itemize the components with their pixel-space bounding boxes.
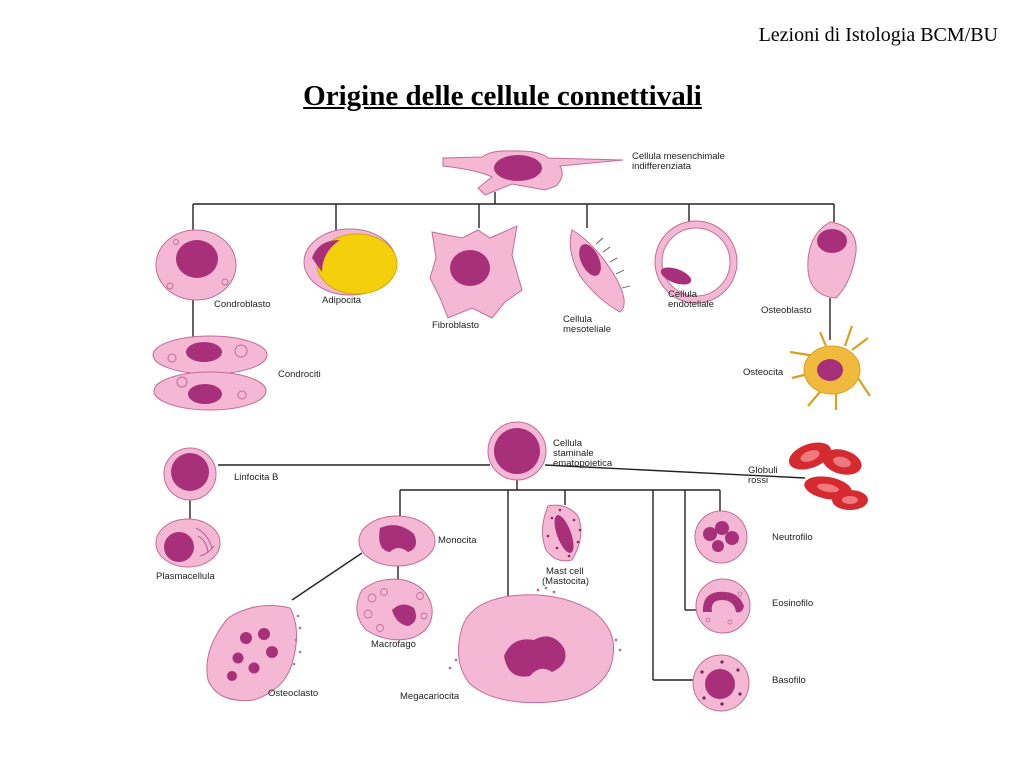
label-mesothelial-2: mesoteliale <box>563 324 611 335</box>
stem-cell <box>487 421 547 481</box>
label-monocyte: Monocita <box>438 535 477 546</box>
endothelial-cell <box>654 220 738 304</box>
lymphocyte-cell <box>163 447 217 501</box>
label-plasma-cell: Plasmacellula <box>156 571 215 582</box>
chondrocytes-cells <box>152 335 268 411</box>
lecture-header: Lezioni di Istologia BCM/BU <box>758 24 998 46</box>
label-stem-cell-1: Cellula <box>553 438 583 449</box>
adipocyte-cell <box>303 228 398 296</box>
eosinophil-cell <box>695 578 751 634</box>
connector-lines <box>189 192 835 681</box>
osteoclast-cell <box>206 605 302 702</box>
label-mesenchymal-1: Cellula mesenchimale <box>632 151 725 162</box>
label-basophil: Basofilo <box>772 675 806 686</box>
red-blood-cells <box>788 442 868 510</box>
mast-cell <box>542 504 582 562</box>
osteoblast-cell <box>807 221 857 299</box>
basophil-cell <box>692 654 750 712</box>
label-osteoblast: Osteoblasto <box>761 305 812 316</box>
page-title: Origine delle cellule connettivali <box>303 80 702 112</box>
monocyte-cell <box>358 515 436 567</box>
macrophage-cell <box>356 578 433 641</box>
mesothelial-cell <box>569 229 631 313</box>
osteocyte-cell <box>789 325 871 410</box>
label-endothelial-2: endoteliale <box>668 299 714 310</box>
label-eosinophil: Eosinofilo <box>772 598 813 609</box>
label-mesenchymal-2: indifferenziata <box>632 161 692 172</box>
label-neutrophil: Neutrofilo <box>772 532 813 543</box>
plasma-cell <box>155 518 221 568</box>
label-macrophage: Macrofago <box>371 639 416 650</box>
label-endothelial-1: Cellula <box>668 289 698 300</box>
label-stem-cell-3: ematopoietica <box>553 458 613 469</box>
cell-labels: Cellula mesenchimale indifferenziata Con… <box>156 151 813 702</box>
label-osteocyte: Osteocita <box>743 367 784 378</box>
label-mast-cell-2: (Mastocita) <box>542 576 589 587</box>
chondroblast-cell <box>155 229 237 301</box>
megakaryocyte-cell <box>448 586 622 704</box>
label-red-cells-1: Globuli <box>748 465 778 476</box>
label-chondrocytes: Condrociti <box>278 369 321 380</box>
label-mesothelial-1: Cellula <box>563 314 593 325</box>
fibroblast-cell <box>429 225 523 319</box>
label-fibroblast: Fibroblasto <box>432 320 479 331</box>
neutrophil-cell <box>694 510 748 564</box>
label-adipocyte: Adipocita <box>322 295 362 306</box>
label-stem-cell-2: staminale <box>553 448 594 459</box>
label-osteoclast: Osteoclasto <box>268 688 318 699</box>
label-chondroblast: Condroblasto <box>214 299 271 310</box>
label-megakaryocyte: Megacariocita <box>400 691 460 702</box>
mesenchymal-cell <box>442 150 624 196</box>
label-lymphocyte: Linfocita B <box>234 472 278 483</box>
label-red-cells-2: rossi <box>748 475 768 486</box>
label-mast-cell-1: Mast cell <box>546 566 583 577</box>
